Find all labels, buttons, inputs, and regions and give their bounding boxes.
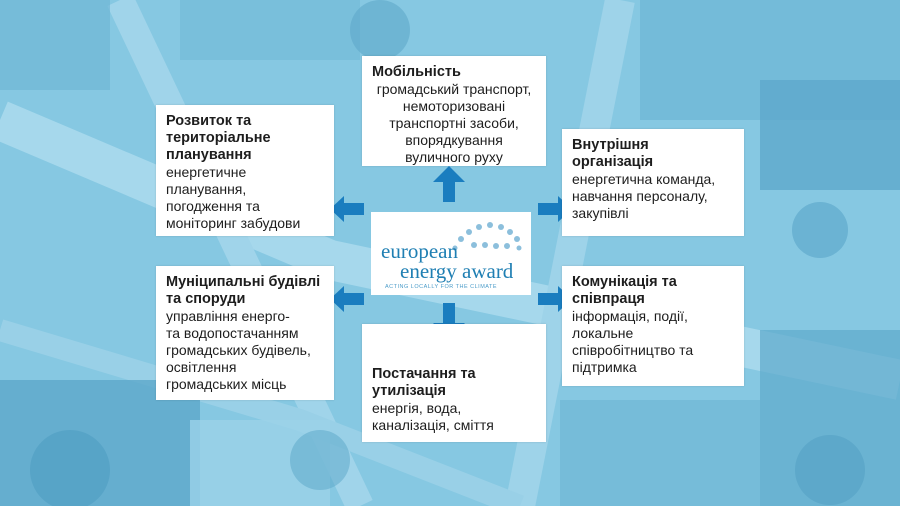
area-supply-body: енергія, вода, каналізація, сміття: [372, 400, 494, 433]
area-internal-body: енергетична команда, навчання персоналу,…: [572, 171, 716, 221]
area-communication-title: Комунікація та співпраця: [572, 274, 677, 307]
area-mobility-title: Мобільність: [372, 64, 461, 80]
arrow-left-upper-icon: [330, 196, 364, 222]
logo-line-european: european: [381, 239, 458, 263]
arrow-left-lower-icon: [330, 286, 364, 312]
logo-dots-icon: [452, 222, 522, 251]
area-municipal-title: Муніципальні будівлі та споруди: [166, 274, 321, 307]
area-communication-body: інформація, події, локальне співробітниц…: [572, 308, 694, 375]
arrow-up-icon: [433, 166, 465, 202]
area-supply-title: Постачання та утилізація: [372, 366, 476, 399]
area-supply: Постачання та утилізація енергія, вода, …: [362, 324, 546, 442]
area-development: Розвиток та територіальне планування ене…: [156, 105, 334, 236]
area-internal-organization: Внутрішня організація енергетична команд…: [562, 129, 744, 236]
logo-tagline: ACTING LOCALLY FOR THE CLIMATE: [385, 284, 498, 290]
area-communication: Комунікація та співпраця інформація, под…: [562, 266, 744, 386]
area-mobility-body: громадський транспорт, немоторизовані тр…: [376, 81, 532, 165]
area-development-body: енергетичне планування, погодження та мо…: [166, 164, 301, 231]
area-mobility: Мобільність громадський транспорт, немот…: [362, 56, 546, 166]
area-municipal-body: управління енерго- та водопостачанням гр…: [166, 308, 311, 392]
area-municipal-buildings: Муніципальні будівлі та споруди управлін…: [156, 266, 334, 400]
area-development-title: Розвиток та територіальне планування: [166, 113, 271, 163]
eea-logo: european energy award ACTING LOCALLY FOR…: [371, 212, 531, 295]
area-internal-title: Внутрішня організація: [572, 137, 654, 170]
logo-line-energy-award: energy award: [400, 259, 514, 283]
